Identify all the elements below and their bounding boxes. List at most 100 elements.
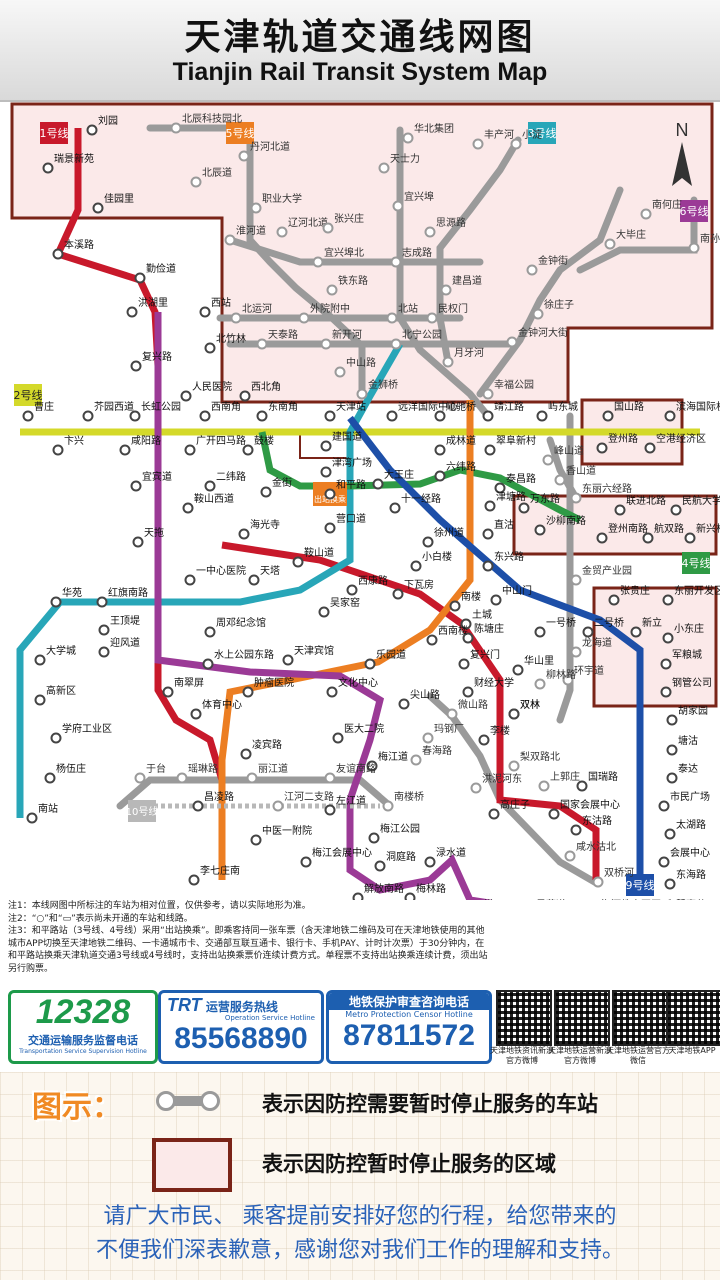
open-station[interactable]: 钢管公司 [660, 676, 713, 698]
open-station[interactable]: 屿东城 [536, 400, 579, 422]
open-station[interactable]: 红旗南路 [96, 586, 149, 608]
open-station[interactable]: 靖江路 [482, 400, 525, 422]
suspended-station[interactable]: 北宁公园 [390, 328, 443, 350]
suspended-station[interactable]: 于台 [134, 762, 167, 784]
open-station[interactable]: 胡家园 [666, 704, 709, 726]
open-station[interactable]: 小白楼 [410, 550, 453, 572]
open-station[interactable]: 刘园 [86, 115, 119, 136]
open-station[interactable]: 梅江道 [366, 750, 409, 772]
suspended-station[interactable]: 新开河 [320, 328, 363, 350]
open-station[interactable]: 医大二院 [332, 722, 385, 744]
open-station[interactable]: 北竹林 [204, 332, 247, 354]
open-station[interactable]: 远洋国际中心 [386, 400, 459, 422]
suspended-station[interactable]: 铁东路 [326, 274, 369, 296]
open-station[interactable]: 西康路 [346, 574, 389, 596]
open-station[interactable]: 鼓楼 [242, 434, 275, 456]
open-station[interactable]: 西北角 [239, 381, 282, 402]
open-station[interactable]: 会展中心 [658, 846, 711, 868]
suspended-station[interactable]: 中山路 [334, 356, 377, 378]
open-station[interactable]: 昌凌路 [192, 790, 235, 812]
open-station[interactable]: 乐园道 [364, 648, 407, 670]
suspended-station[interactable]: 宜兴埠 [392, 190, 435, 212]
open-station[interactable]: 卞兴 [52, 434, 85, 456]
suspended-station[interactable]: 瑶琳路 [176, 762, 219, 784]
open-station[interactable]: 天津站 [324, 400, 367, 422]
suspended-station[interactable]: 小淀 [510, 128, 543, 150]
suspended-station[interactable]: 金贸产业园 [570, 564, 633, 586]
open-station[interactable]: 渌水道 [424, 846, 467, 868]
open-station[interactable]: 东丽开发区 [662, 584, 720, 606]
suspended-station[interactable]: 微山路 [446, 698, 489, 720]
open-station[interactable]: 曹庄 [22, 400, 55, 422]
suspended-station[interactable]: 幸福公园 [482, 378, 535, 400]
suspended-station[interactable]: 东丽六经路 [570, 482, 633, 504]
open-station[interactable]: 本溪路 [52, 238, 95, 260]
open-station[interactable]: 张贵庄 [608, 584, 651, 606]
suspended-station[interactable]: 南何庄 [640, 198, 683, 220]
open-station[interactable]: 航双路 [642, 522, 685, 544]
open-station[interactable]: 大学城 [34, 644, 77, 666]
open-station[interactable]: 万东路 [518, 492, 561, 514]
open-station[interactable]: 市民广场 [658, 790, 711, 812]
open-station[interactable]: 东海路 [664, 868, 707, 890]
suspended-station[interactable]: 咸水沽北 [564, 840, 617, 862]
suspended-station[interactable]: 天泰路 [256, 328, 299, 350]
open-station[interactable]: 滨海国际机场 [664, 400, 720, 422]
suspended-station[interactable]: 北辰科技园北 [170, 112, 243, 134]
open-station[interactable]: 勤俭道 [134, 262, 177, 284]
open-station[interactable]: 泰达 [666, 762, 699, 784]
suspended-station[interactable]: 龙海道 [570, 636, 613, 658]
qr-code-weibo-news[interactable] [496, 990, 552, 1046]
qr-code-app[interactable] [666, 990, 720, 1046]
open-station[interactable]: 六纬路 [434, 460, 477, 482]
open-station[interactable]: 水上公园东路 [202, 648, 275, 670]
open-station[interactable]: 财经大学 [462, 676, 515, 698]
open-station[interactable]: 国瑞路 [576, 770, 619, 792]
open-station[interactable]: 天拖 [132, 526, 165, 548]
open-station[interactable]: 复兴门 [458, 648, 501, 670]
open-station[interactable]: 广开四马路 [184, 434, 247, 456]
open-station[interactable]: 周邓纪念馆 [204, 616, 267, 638]
open-station[interactable]: 高庄子 [488, 798, 531, 820]
open-station[interactable]: 海光寺 [238, 518, 281, 540]
open-station[interactable]: 肿瘤医院 [242, 676, 295, 698]
open-station[interactable]: 营口道 [324, 512, 367, 534]
suspended-station[interactable]: 职业大学 [250, 192, 303, 214]
suspended-station[interactable]: 华北集团 [402, 122, 455, 144]
qr-code-weibo-ops[interactable] [554, 990, 610, 1046]
open-station[interactable]: 顺驰桥 [434, 400, 477, 422]
suspended-station[interactable]: 丹河北道 [238, 140, 291, 162]
open-station[interactable]: 塘沽 [666, 734, 699, 756]
open-station[interactable]: 泰昌路 [494, 472, 537, 494]
open-station[interactable]: 土城 [460, 608, 493, 630]
open-station[interactable]: 大王庄 [372, 468, 415, 490]
open-station[interactable]: 双港 [464, 899, 495, 900]
open-station[interactable]: 华山里 [512, 654, 555, 676]
open-station[interactable]: 洪湖里 [126, 297, 169, 318]
open-station[interactable]: 学府工业区 [50, 722, 113, 744]
open-station[interactable]: 双林 [508, 698, 541, 720]
open-station[interactable]: 尖山路 [398, 688, 441, 710]
open-station[interactable]: 东兴路 [482, 550, 525, 572]
suspended-station[interactable]: 北运河 [230, 303, 273, 324]
open-station[interactable]: 景荔道 [526, 898, 567, 900]
suspended-station[interactable]: 思源路 [424, 216, 467, 238]
open-station[interactable]: 复兴路 [130, 350, 173, 372]
open-station[interactable]: 李楼 [478, 724, 511, 746]
suspended-station[interactable]: 双桥河 [592, 867, 635, 888]
suspended-station[interactable]: 丰产河 [472, 128, 515, 150]
open-station[interactable]: 和平路 [324, 478, 367, 500]
open-station[interactable]: 二纬路 [204, 470, 247, 492]
open-station[interactable]: 吴家窑 [318, 596, 361, 618]
open-station[interactable]: 金街 [260, 476, 293, 498]
open-station[interactable]: 高新区 [34, 684, 77, 706]
open-station[interactable]: 津塘路 [484, 490, 527, 512]
open-station[interactable]: 民航大学 [670, 494, 720, 516]
suspended-station[interactable]: 民权门 [426, 302, 469, 324]
open-station[interactable]: 长虹公园 [129, 401, 182, 422]
open-station[interactable]: 洞庭路 [374, 850, 417, 872]
suspended-station[interactable]: 金狮桥 [356, 378, 399, 400]
open-station[interactable]: 南楼 [449, 590, 482, 612]
open-station[interactable]: 宜宾道 [130, 470, 173, 492]
suspended-station[interactable]: 香山道 [554, 464, 597, 486]
